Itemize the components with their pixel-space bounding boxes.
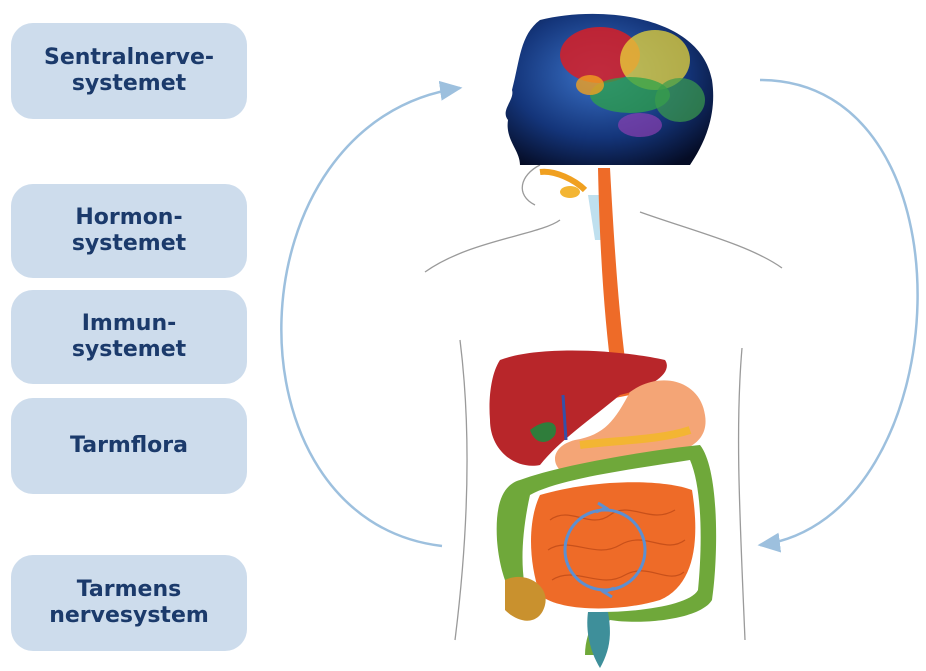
arrow-brain-to-gut (760, 80, 918, 545)
rectum (587, 612, 610, 668)
arrow-gut-to-brain (281, 88, 460, 546)
head-brain-image (506, 14, 714, 165)
